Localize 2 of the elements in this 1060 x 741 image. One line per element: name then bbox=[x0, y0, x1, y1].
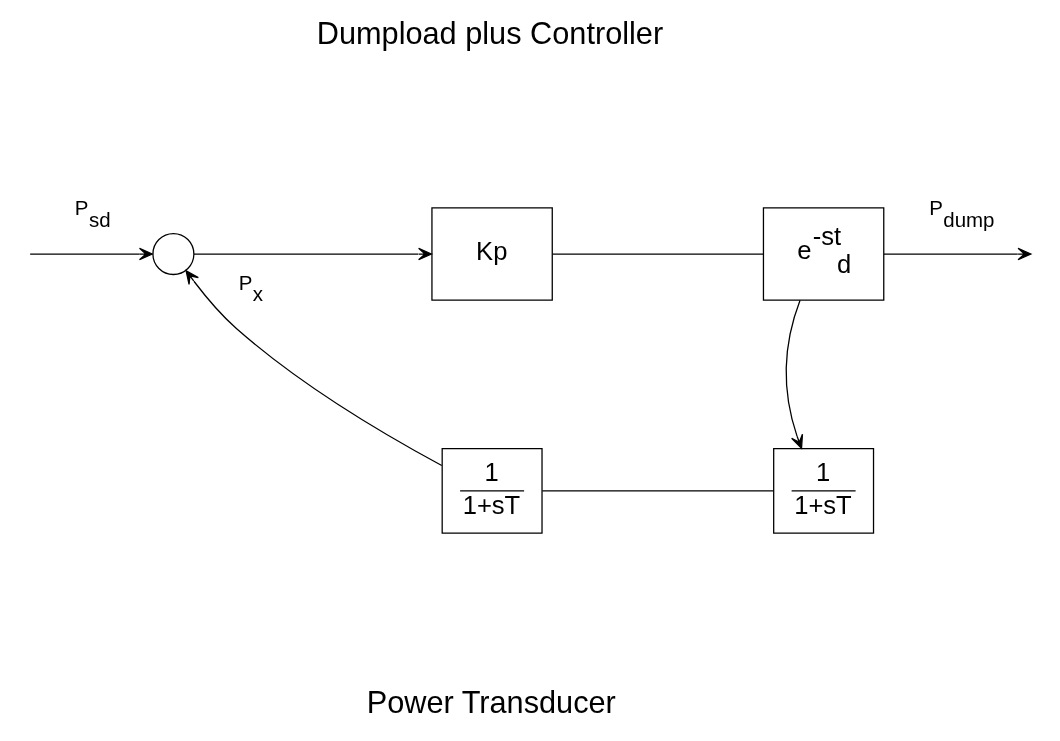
label: Power Transducer bbox=[366, 684, 616, 720]
label: Dumpload plus Controller bbox=[316, 16, 663, 52]
